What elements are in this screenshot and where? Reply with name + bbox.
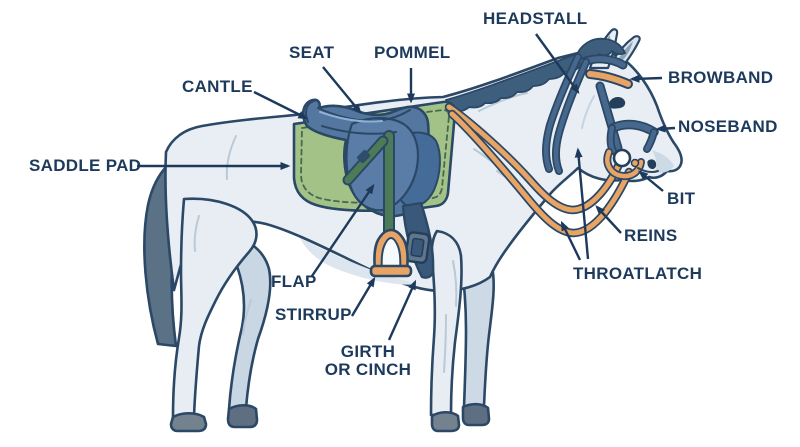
- arrow-noseband: [655, 124, 676, 133]
- callout-arrows: [137, 33, 676, 341]
- label-bit: BIT: [667, 189, 696, 208]
- label-noseband: NOSEBAND: [678, 117, 778, 136]
- bit-ring: [612, 148, 632, 168]
- bridle: [542, 53, 659, 181]
- arrow-bit: [638, 170, 664, 192]
- horse-eye: [608, 96, 626, 109]
- label-girth-line2: OR CINCH: [324, 360, 412, 379]
- stirrup-iron: [369, 228, 413, 278]
- arrow-seat: [322, 66, 362, 114]
- label-flap: FLAP: [271, 272, 317, 291]
- label-stirrup: STIRRUP: [275, 305, 352, 324]
- arrow-girth: [387, 279, 417, 341]
- label-saddle-pad: SADDLE PAD: [29, 156, 142, 175]
- saddle-seat-lines: [305, 100, 411, 135]
- arrow-flap: [311, 183, 375, 277]
- hoof-front-far: [461, 402, 491, 427]
- label-girth-line1: GIRTH: [340, 342, 396, 361]
- arrow-throatlatch-2: [560, 220, 582, 261]
- horse-nostril: [647, 159, 657, 169]
- stirrup-leather: [342, 130, 395, 244]
- label-cantle: CANTLE: [182, 77, 253, 96]
- hoof-hind-far: [226, 403, 259, 429]
- arrow-stirrup: [350, 276, 376, 317]
- label-throatlatch: THROATLATCH: [573, 264, 703, 283]
- arrow-headstall: [535, 33, 580, 95]
- arrow-browband: [629, 74, 663, 83]
- label-headstall: HEADSTALL: [483, 9, 588, 28]
- label-pommel: POMMEL: [374, 43, 451, 62]
- ear-far-inner: [619, 41, 633, 61]
- label-reins: REINS: [624, 226, 678, 245]
- arrow-cantle: [253, 90, 309, 120]
- horse-hind-leg-near: [171, 197, 258, 419]
- label-girth: GIRTH OR CINCH: [320, 343, 416, 379]
- label-seat: SEAT: [289, 43, 335, 62]
- label-browband: BROWBAND: [668, 68, 774, 87]
- hoof-front-near: [430, 410, 461, 433]
- bit-stud: [630, 158, 640, 168]
- hoof-hind-near: [169, 411, 208, 433]
- arrow-reins: [595, 205, 622, 234]
- arrow-throatlatch-1: [574, 147, 590, 260]
